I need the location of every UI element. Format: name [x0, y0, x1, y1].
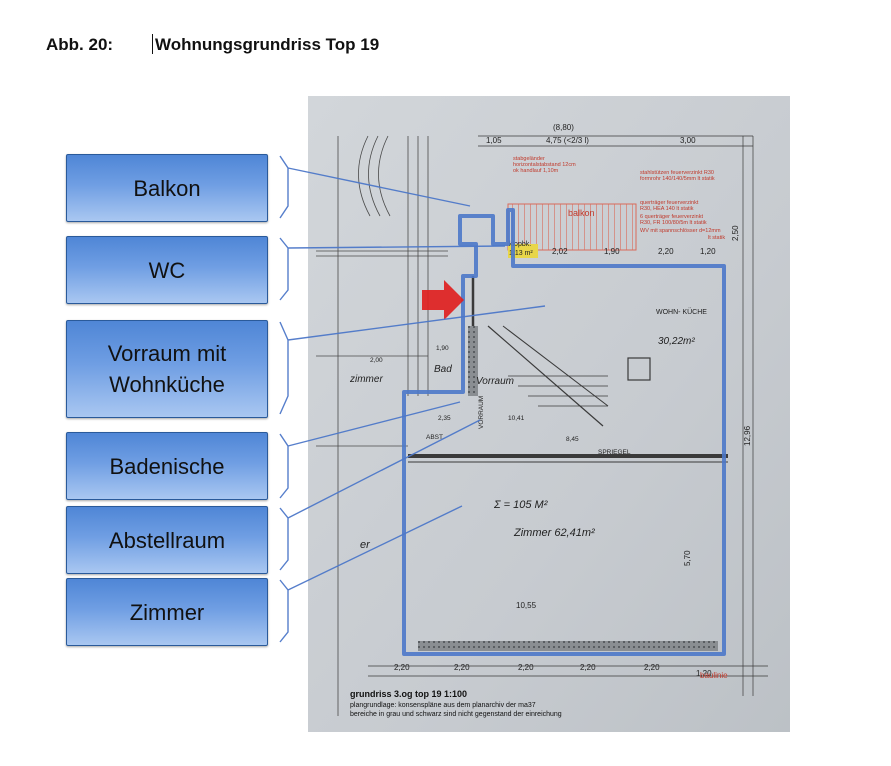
svg-text:2,20: 2,20	[454, 663, 470, 672]
svg-text:5,70: 5,70	[683, 550, 692, 566]
label-balkon: Balkon	[66, 154, 268, 222]
svg-text:6 querträger feuerverzinkt: 6 querträger feuerverzinkt	[640, 214, 703, 220]
svg-text:formrohr 140/140/5mm lt statik: formrohr 140/140/5mm lt statik	[640, 176, 715, 182]
svg-text:er: er	[360, 539, 371, 551]
svg-text:2,02: 2,02	[552, 247, 568, 256]
figure-caption: Abb. 20: Wohnungsgrundriss Top 19	[46, 34, 379, 55]
svg-text:WOHN- KÜCHE: WOHN- KÜCHE	[656, 308, 707, 316]
paper-background	[308, 96, 790, 732]
connector-badenische	[279, 401, 461, 499]
svg-text:8,45: 8,45	[566, 436, 579, 443]
svg-text:WV mit spannschlösser d=12mm: WV mit spannschlösser d=12mm	[640, 228, 721, 234]
svg-text:ok handlauf 1,10m: ok handlauf 1,10m	[513, 168, 559, 174]
staircase-left	[316, 135, 448, 716]
svg-text:10,55: 10,55	[516, 601, 537, 610]
pencil-walls	[368, 135, 768, 696]
svg-text:stabgeländer: stabgeländer	[513, 156, 545, 162]
label-zimmer: Zimmer	[66, 578, 268, 646]
balcony-notes: stabgeländer horizontalstabstand 12cm ok…	[513, 156, 725, 241]
svg-text:2,35: 2,35	[438, 415, 451, 422]
connector-wc	[279, 237, 506, 301]
svg-text:grundriss 3.og top 19 1:100: grundriss 3.og top 19 1:100	[350, 689, 467, 699]
svg-text:ABST.: ABST.	[426, 434, 444, 441]
figure-title: Wohnungsgrundriss Top 19	[155, 35, 380, 54]
svg-text:bereiche in grau und schwarz s: bereiche in grau und schwarz sind nicht …	[350, 711, 562, 718]
dimensions: (8,80) 1,05 4,75 (<2/3 l) 3,00 2,50 12,9…	[394, 123, 752, 678]
svg-text:4,75 (<2/3 l): 4,75 (<2/3 l)	[546, 136, 589, 145]
svg-text:30,22m²: 30,22m²	[658, 336, 695, 347]
text-cursor	[152, 34, 153, 54]
label-abstellraum: Abstellraum	[66, 506, 268, 574]
svg-text:1,90: 1,90	[436, 345, 449, 352]
figure-number: Abb. 20:	[46, 35, 114, 54]
svg-text:3,00: 3,00	[680, 136, 696, 145]
svg-text:Zimmer 62,41m²: Zimmer 62,41m²	[513, 527, 595, 539]
svg-text:SPRIEGEL: SPRIEGEL	[598, 449, 631, 456]
wc-area: 1,13 m²	[509, 250, 533, 257]
svg-text:2,00: 2,00	[370, 357, 383, 364]
svg-text:1,90: 1,90	[604, 247, 620, 256]
svg-text:lt statik: lt statik	[708, 235, 725, 241]
wc-fill	[508, 244, 538, 258]
svg-text:2,20: 2,20	[580, 663, 596, 672]
svg-text:10,41: 10,41	[508, 415, 525, 422]
connector-vorraum	[279, 305, 546, 415]
svg-text:R30, HEA 140 lt statik: R30, HEA 140 lt statik	[640, 206, 694, 212]
svg-text:2,20: 2,20	[394, 663, 410, 672]
room-labels: WOHN- KÜCHE 30,22m² Bad Vorraum zimmer Σ…	[349, 308, 728, 680]
connector-zimmer	[279, 505, 463, 643]
svg-text:1,20: 1,20	[700, 247, 716, 256]
svg-text:stahlstützen feuerverzinkt R30: stahlstützen feuerverzinkt R30	[640, 170, 714, 176]
svg-text:2,20: 2,20	[658, 247, 674, 256]
label-vorraum-wohnkueche: Vorraum mit Wohnküche	[66, 320, 268, 418]
balcony-text: balkon	[568, 208, 595, 218]
plan-footer: grundriss 3.og top 19 1:100 plangrundlag…	[350, 689, 562, 718]
svg-text:horizontalstabstand 12cm: horizontalstabstand 12cm	[513, 162, 576, 168]
label-wc: WC	[66, 236, 268, 304]
entrance-arrow-icon	[422, 280, 464, 320]
wc-label: klopbk.	[509, 241, 531, 248]
svg-text:Σ = 105 M²: Σ = 105 M²	[493, 499, 548, 511]
svg-text:plangrundlage: konsenspläne au: plangrundlage: konsenspläne aus dem plan…	[350, 702, 536, 709]
svg-text:baulinie: baulinie	[700, 671, 728, 680]
floor-plan-drawing: balkon klopbk. 1,13 m² stabgeländer hori…	[308, 96, 790, 732]
svg-text:1,20: 1,20	[696, 669, 712, 678]
svg-text:2,20: 2,20	[644, 663, 660, 672]
svg-text:R30, FR 100/80/5m lt statik: R30, FR 100/80/5m lt statik	[640, 220, 707, 226]
svg-text:2,50: 2,50	[731, 225, 740, 241]
svg-text:12,96: 12,96	[743, 425, 752, 446]
svg-text:VORRAUM: VORRAUM	[478, 396, 485, 429]
svg-text:Vorraum: Vorraum	[476, 376, 514, 387]
svg-text:zimmer: zimmer	[349, 374, 383, 385]
svg-text:Bad: Bad	[434, 364, 452, 375]
floor-plan-photo: balkon klopbk. 1,13 m² stabgeländer hori…	[308, 96, 790, 732]
svg-text:(8,80): (8,80)	[553, 123, 574, 132]
svg-text:2,20: 2,20	[518, 663, 534, 672]
svg-text:querträger feuerverzinkt: querträger feuerverzinkt	[640, 200, 699, 206]
apartment-outline	[402, 208, 726, 656]
small-labels: ABST. VORRAUM 10,41 8,45 SPRIEGEL 2,35 1…	[360, 345, 631, 551]
connector-abstellraum	[279, 419, 481, 571]
label-badenische: Badenische	[66, 432, 268, 500]
svg-text:1,05: 1,05	[486, 136, 502, 145]
connector-balkon	[279, 155, 471, 219]
